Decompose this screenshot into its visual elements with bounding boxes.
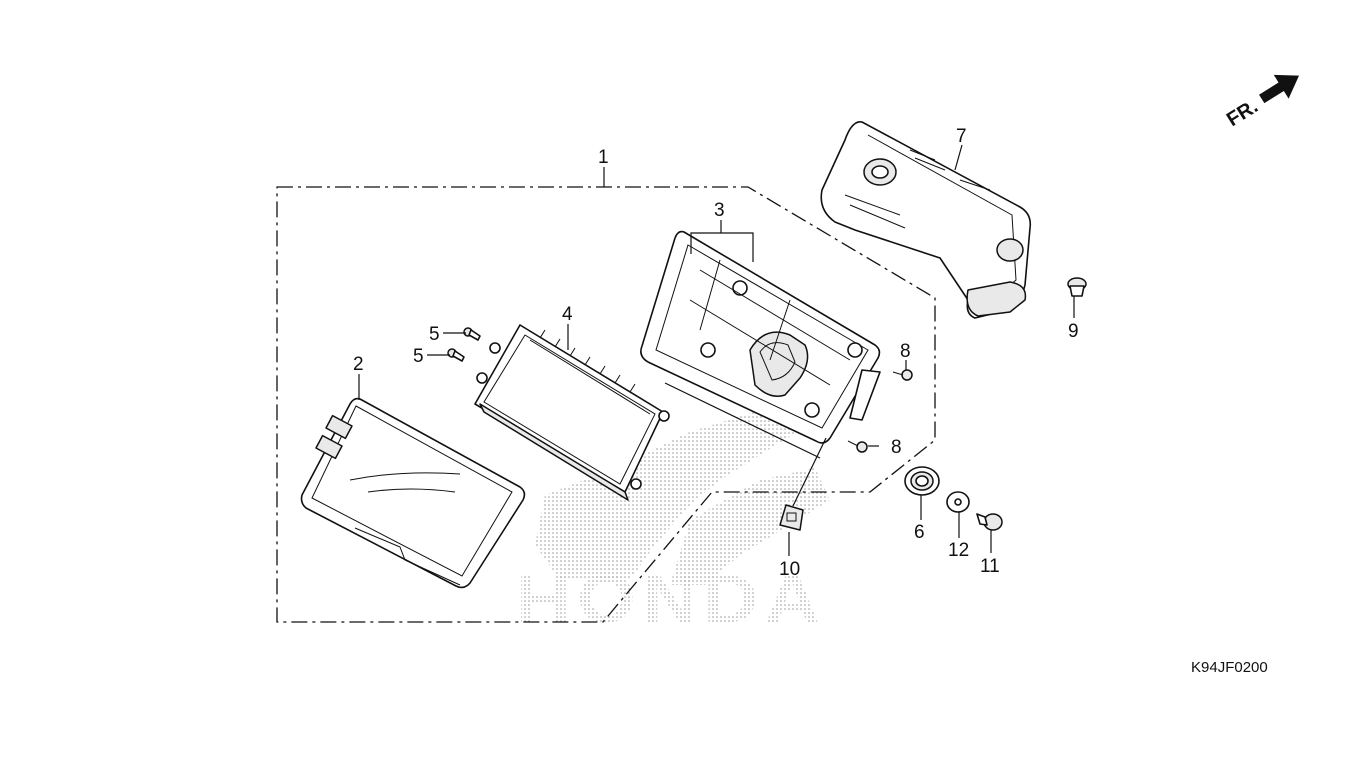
callout-6: 6 [914, 522, 925, 543]
part-5-screw-lower [447, 348, 465, 362]
callout-8-upper: 8 [900, 341, 911, 362]
leader-lines [358, 144, 1075, 556]
part-2-lens-cover [300, 397, 526, 589]
part-6-grommet [904, 466, 940, 496]
part-9-bolt [1067, 277, 1087, 297]
callout-3: 3 [714, 200, 725, 221]
assembly-boundary [276, 186, 936, 623]
callout-7: 7 [956, 126, 967, 147]
callouts: 1 2 3 4 5 5 6 7 8 8 9 10 11 12 [353, 126, 1079, 580]
part-4-display-unit [474, 324, 670, 501]
part-8-screw-lower [847, 440, 868, 453]
watermark-text: HONDA [516, 561, 826, 637]
callout-12: 12 [948, 540, 969, 561]
callout-5-upper: 5 [429, 324, 440, 345]
front-direction-indicator: FR. [1223, 74, 1300, 131]
callout-1: 1 [598, 147, 609, 168]
drawing-code: K94JF0200 [1191, 659, 1268, 676]
direction-label: FR. [1223, 95, 1262, 131]
callout-10: 10 [779, 559, 800, 580]
callout-4: 4 [562, 304, 573, 325]
part-8-screw-upper [892, 369, 913, 381]
callout-5-lower: 5 [413, 346, 424, 367]
callout-2: 2 [353, 354, 364, 375]
honda-watermark: HONDA [516, 400, 830, 637]
arrow-right-icon [1259, 74, 1300, 104]
part-10-clip-nut [779, 504, 804, 531]
part-3-housing [640, 230, 881, 444]
callout-9: 9 [1068, 321, 1079, 342]
part-5-screw-upper [463, 327, 481, 341]
callout-8-lower: 8 [891, 437, 902, 458]
part-12-washer [946, 491, 970, 513]
part-11-bolt [976, 513, 1003, 531]
part-7-rear-cover [820, 121, 1032, 319]
callout-11: 11 [980, 556, 1000, 577]
